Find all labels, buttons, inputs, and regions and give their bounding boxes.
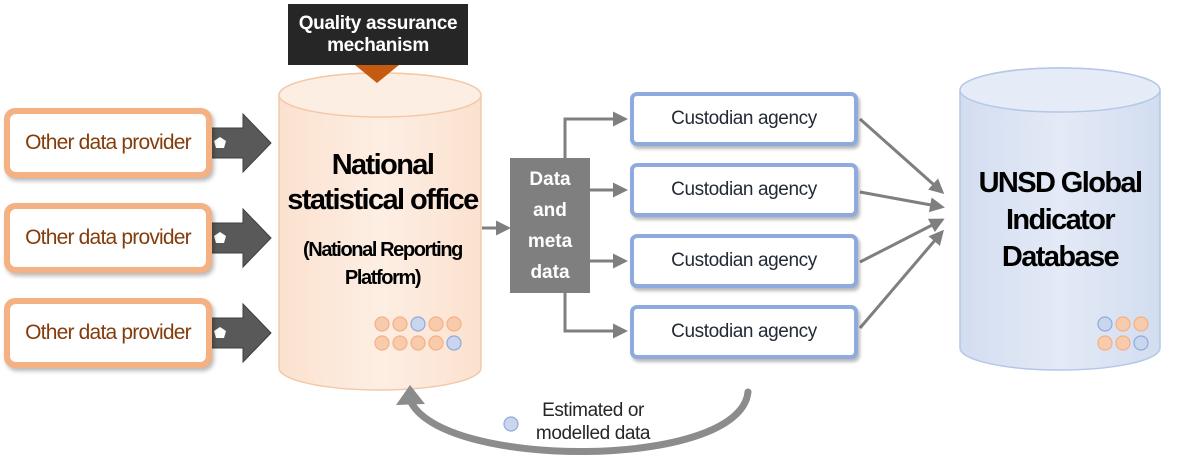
feedback-line-1: Estimated or [542,400,644,421]
qa-pointer [355,65,399,83]
provider-label: Other data provider [10,114,206,172]
feedback-legend-dot [503,416,519,432]
custodian-box: Custodian agency [630,163,858,217]
unsd-line-1: UNSD Global [978,167,1143,199]
qa-line-1: Quality assurance [298,12,458,34]
nso-dot-grid [374,316,462,351]
data-meta-line-2: and [533,199,567,221]
nso-subtitle: (National Reporting Platform) [270,236,495,292]
nso-subtitle-line-1: (National Reporting [303,239,463,261]
custodian-box: Custodian agency [630,305,858,359]
data-meta-box: Data and meta data [510,158,590,293]
custodian-box: Custodian agency [630,234,858,288]
unsd-line-3: Database [1001,241,1120,273]
provider-arrows [204,112,272,364]
nso-subtitle-line-2: Platform) [344,267,422,289]
provider-box: Other data provider [4,203,212,273]
provider-label: Other data provider [10,209,206,267]
unsd-dot-grid [1097,316,1149,351]
feedback-line-2: modelled data [535,423,651,444]
pentagon-icon [214,232,226,243]
custodian-to-unsd-arrows [858,117,945,329]
quality-assurance-box: Quality assurance mechanism [288,4,468,65]
data-meta-line-1: Data [529,168,571,190]
pentagon-icon [214,327,226,338]
unsd-line-2: Indicator [1005,204,1116,236]
custodian-box: Custodian agency [630,92,858,146]
nso-title: National statistical office [270,148,495,218]
feedback-label: Estimated or modelled data [518,399,668,445]
data-meta-line-4: data [530,261,570,283]
qa-line-2: mechanism [327,34,429,56]
unsd-cylinder [959,67,1161,371]
provider-box: Other data provider [4,108,212,178]
provider-label: Other data provider [10,304,206,362]
pentagon-icon [214,137,226,148]
distribution-bracket [563,111,628,339]
nso-title-line-2: statistical office [287,184,479,216]
data-meta-line-3: meta [527,230,573,252]
unsd-label: UNSD Global Indicator Database [960,165,1160,276]
nso-title-line-1: National [331,149,435,181]
provider-box: Other data provider [4,298,212,368]
feedback-curved-arrow [396,385,752,455]
provider-pentagon-icons [214,137,226,338]
